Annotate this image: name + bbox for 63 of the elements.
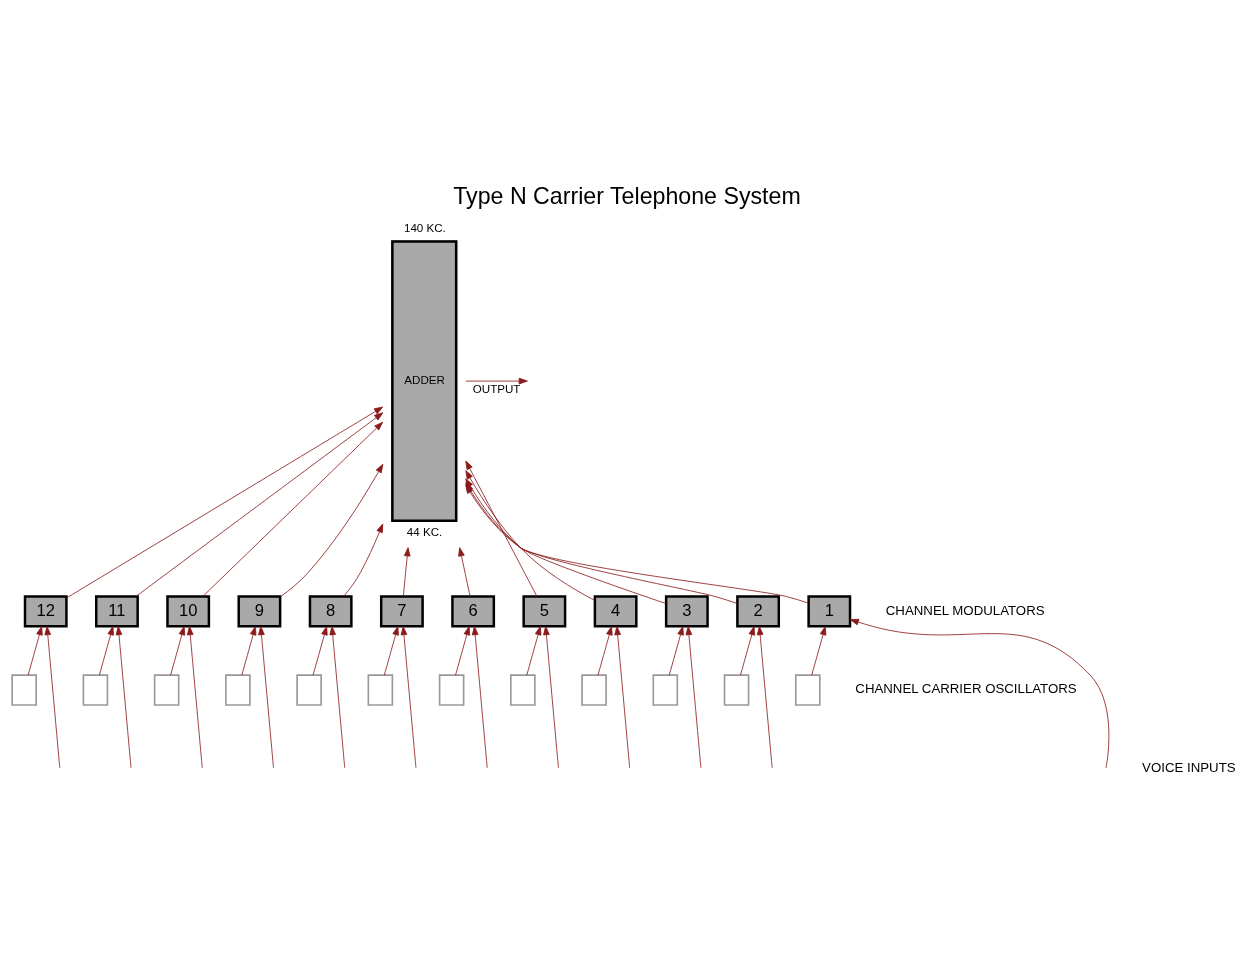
- arrow: [115, 626, 132, 769]
- arrow: [597, 626, 613, 676]
- node-box: 9: [237, 595, 282, 628]
- node-box: 6: [451, 595, 496, 628]
- node-box: 8: [308, 595, 353, 628]
- node-box: [153, 674, 180, 706]
- node-box: [723, 674, 750, 706]
- node-box: 7: [379, 595, 424, 628]
- arrow: [668, 626, 684, 676]
- arrow: [458, 547, 471, 597]
- arrow: [27, 626, 43, 676]
- node-box: [510, 674, 536, 706]
- arrow: [383, 626, 399, 676]
- arrow: [66, 406, 384, 599]
- node-box: 11: [95, 595, 139, 628]
- node-box: 10: [166, 595, 211, 628]
- label: CHANNEL MODULATORS: [885, 602, 1045, 618]
- arrow: [455, 626, 471, 676]
- node-box: 5: [522, 595, 567, 628]
- arrow: [202, 421, 384, 597]
- arrow: [135, 412, 384, 597]
- arrow: [811, 626, 827, 676]
- node-box: [794, 674, 821, 706]
- node-box: 3: [664, 595, 709, 628]
- arrow: [465, 377, 528, 385]
- arrow: [526, 626, 542, 676]
- node-box: 4: [593, 595, 638, 628]
- arrow: [756, 626, 773, 769]
- node-box: [82, 674, 109, 706]
- arrow: [543, 626, 559, 769]
- arrow: [44, 626, 61, 769]
- arrow: [402, 547, 411, 597]
- arrow: [329, 626, 346, 769]
- arrow: [849, 618, 1110, 769]
- node-box: [367, 674, 394, 706]
- node-box: [225, 674, 251, 706]
- arrow: [170, 626, 186, 676]
- arrow: [98, 626, 114, 676]
- label: CHANNEL CARRIER OSCILLATORS: [855, 681, 1077, 697]
- arrow: [258, 626, 274, 769]
- node-box: 2: [736, 595, 781, 628]
- node-label: 44 KC.: [406, 526, 443, 539]
- arrow: [343, 523, 384, 597]
- arrow: [400, 626, 417, 769]
- node-box: [438, 674, 465, 706]
- label: VOICE INPUTS: [1142, 759, 1236, 775]
- arrow: [279, 463, 384, 598]
- node-box: 12: [23, 595, 68, 628]
- arrow: [241, 626, 257, 676]
- arrow: [312, 626, 328, 676]
- node-box: [296, 674, 322, 706]
- node-box: 1: [807, 595, 852, 628]
- arrow: [740, 626, 756, 676]
- arrow: [685, 626, 702, 769]
- node-label: 140 KC.: [403, 222, 446, 235]
- arrow: [186, 626, 203, 769]
- node-box: [652, 674, 679, 706]
- arrow: [471, 626, 488, 769]
- node-box: [11, 674, 37, 706]
- edge-label: OUTPUT: [472, 382, 521, 395]
- arrow: [614, 626, 631, 769]
- node-box: [581, 674, 607, 706]
- diagram-title: Type N Carrier Telephone System: [453, 183, 801, 210]
